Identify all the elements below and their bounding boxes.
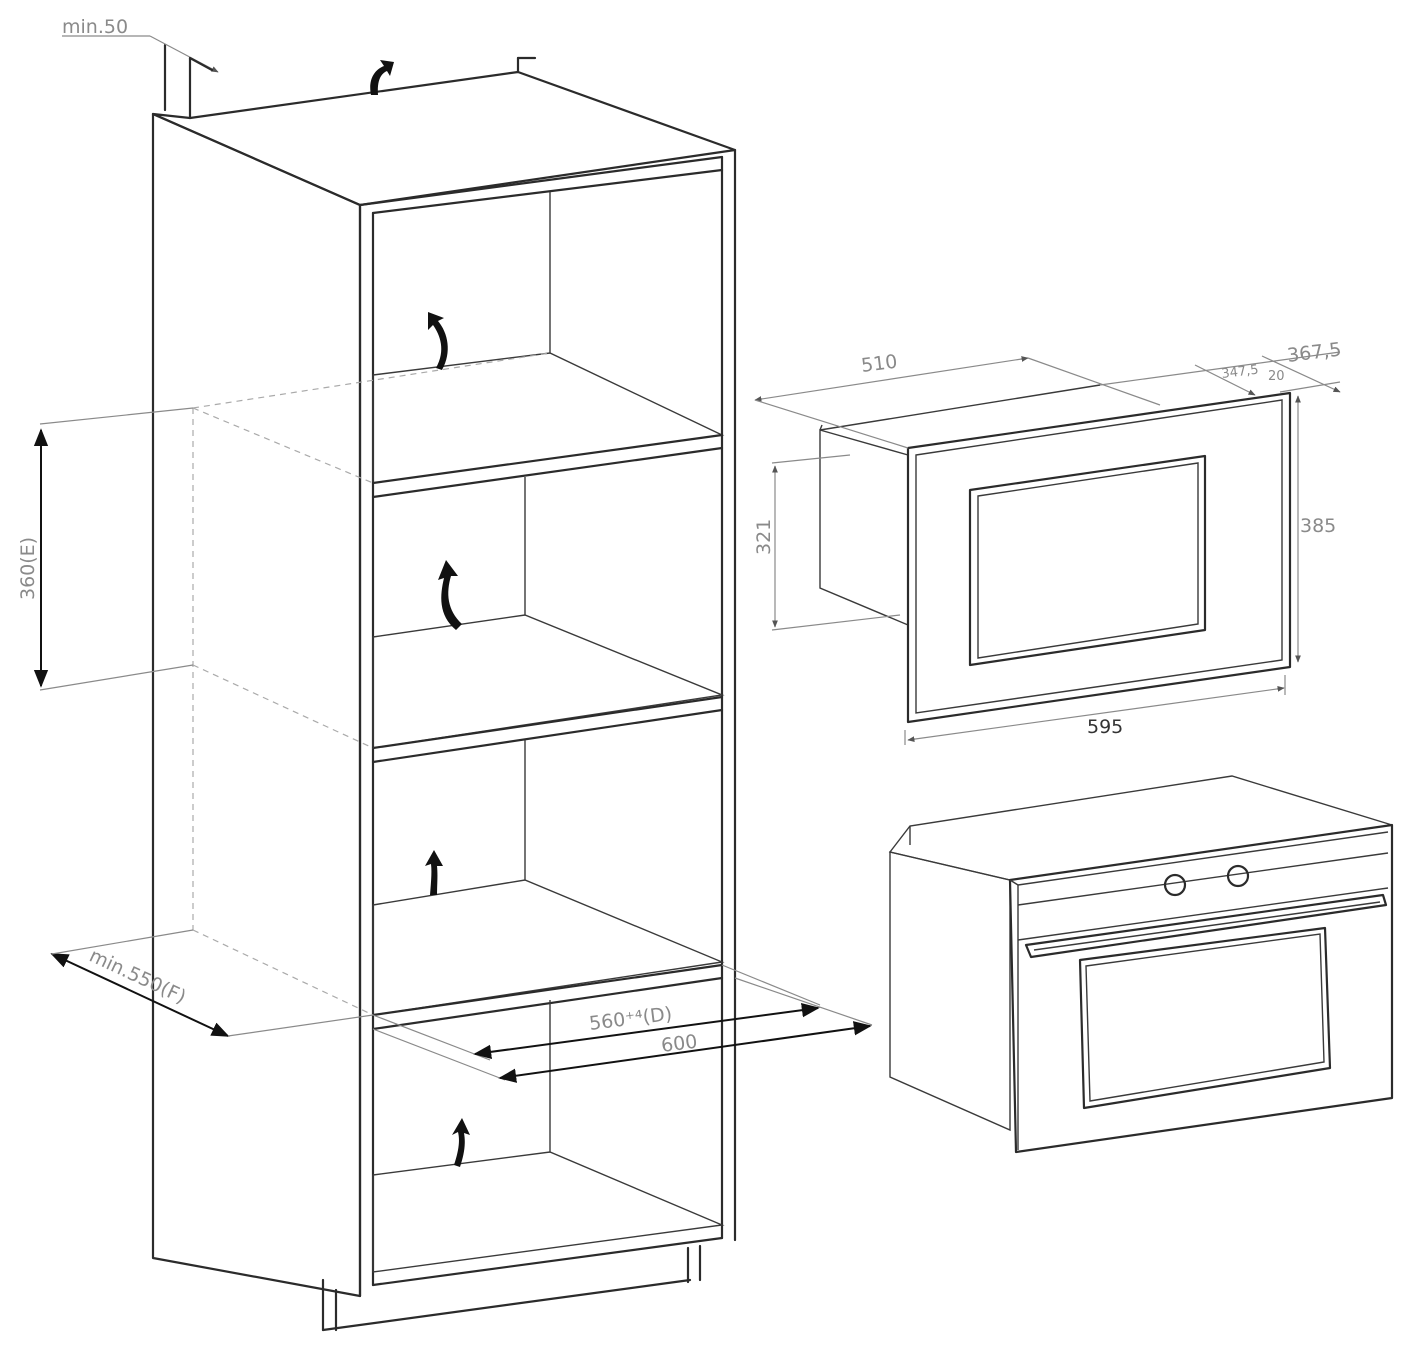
tall-cabinet bbox=[151, 43, 737, 1332]
oven-depth-label: 510 bbox=[860, 351, 899, 377]
vent-arrow-icon bbox=[438, 560, 462, 630]
control-knob-icon bbox=[1226, 864, 1250, 888]
front-height-label: 385 bbox=[1300, 515, 1336, 537]
vent-arrow-icon bbox=[370, 60, 394, 95]
oven-perspective-view bbox=[888, 775, 1394, 1154]
vent-arrow-icon bbox=[452, 1118, 470, 1167]
top-clearance-label: min.50 bbox=[62, 16, 128, 38]
cabinet-dimensions: min.50 360(E) min.550(F) 560⁺⁴(D) 600 bbox=[17, 16, 873, 1083]
body-height-label: 321 bbox=[753, 519, 775, 555]
oven-dimension-view: 510 367,5 347,5 20 321 385 595 bbox=[753, 338, 1343, 745]
panel-thickness-label: 20 bbox=[1268, 369, 1285, 384]
panel-overall-label: 367,5 bbox=[1286, 338, 1343, 366]
vent-arrow-icon bbox=[428, 312, 448, 370]
ventilation-arrows bbox=[370, 60, 470, 1167]
panel-offset-label: 347,5 bbox=[1221, 363, 1260, 382]
control-knob-icon bbox=[1163, 873, 1187, 897]
front-width-label: 595 bbox=[1087, 716, 1123, 738]
height-e-label: 360(E) bbox=[17, 537, 39, 600]
cabinet-width-label: 600 bbox=[660, 1031, 699, 1057]
vent-arrow-icon bbox=[425, 850, 443, 895]
opening-d-label: 560⁺⁴(D) bbox=[588, 1003, 673, 1035]
